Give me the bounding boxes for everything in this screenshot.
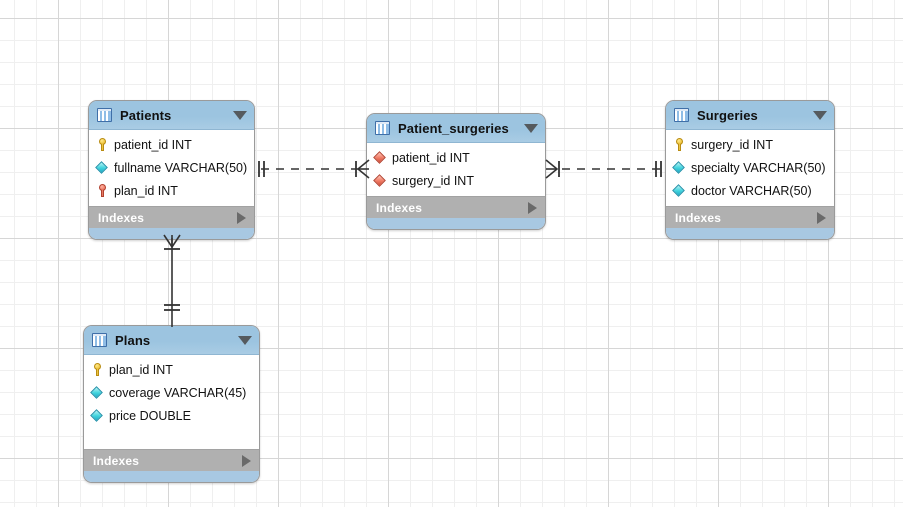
table-row[interactable]: patient_id INT	[367, 146, 545, 169]
column-label: price DOUBLE	[109, 408, 191, 423]
column-label: plan_id INT	[114, 183, 178, 198]
column-label: patient_id INT	[392, 150, 470, 165]
table-node-patients[interactable]: Patients patient_id INT fullname VARCHAR…	[88, 100, 255, 240]
primary-key-icon	[91, 362, 104, 377]
table-row[interactable]: price DOUBLE	[84, 404, 259, 427]
table-row[interactable]: doctor VARCHAR(50)	[666, 179, 834, 202]
indexes-bar-patients[interactable]: Indexes	[89, 206, 254, 228]
column-icon	[91, 385, 104, 400]
column-label: patient_id INT	[114, 137, 192, 152]
table-columns-surgeries: surgery_id INT specialty VARCHAR(50) doc…	[666, 130, 834, 206]
table-row[interactable]: patient_id INT	[89, 133, 254, 156]
table-row[interactable]: coverage VARCHAR(45)	[84, 381, 259, 404]
chevron-down-icon[interactable]	[238, 335, 252, 345]
column-label: doctor VARCHAR(50)	[691, 183, 812, 198]
table-title: Surgeries	[697, 107, 758, 123]
table-footer-strip	[89, 228, 254, 239]
column-label: plan_id INT	[109, 362, 173, 377]
indexes-bar-patient-surgeries[interactable]: Indexes	[367, 196, 545, 218]
primary-key-icon	[96, 137, 109, 152]
table-node-surgeries[interactable]: Surgeries surgery_id INT specialty VARCH…	[665, 100, 835, 240]
column-icon	[673, 160, 686, 175]
table-node-plans[interactable]: Plans plan_id INT coverage VARCHAR(45) p…	[83, 325, 260, 483]
foreign-key-icon	[96, 183, 109, 198]
relationship-patient-surgeries-surgeries[interactable]	[545, 150, 666, 190]
column-label: coverage VARCHAR(45)	[109, 385, 247, 400]
table-columns-patients: patient_id INT fullname VARCHAR(50) plan…	[89, 130, 254, 206]
table-columns-patient-surgeries: patient_id INT surgery_id INT	[367, 143, 545, 196]
relationship-patients-patient-surgeries[interactable]	[255, 150, 370, 190]
table-icon	[375, 121, 390, 135]
table-footer-strip	[367, 218, 545, 229]
chevron-down-icon[interactable]	[233, 110, 247, 120]
table-footer-strip	[84, 471, 259, 482]
table-row[interactable]: surgery_id INT	[367, 169, 545, 192]
column-icon	[91, 408, 104, 423]
foreign-key-column-icon	[374, 150, 387, 165]
table-title: Patient_surgeries	[398, 120, 509, 136]
indexes-bar-plans[interactable]: Indexes	[84, 449, 259, 471]
table-row[interactable]: fullname VARCHAR(50)	[89, 156, 254, 179]
table-header-surgeries[interactable]: Surgeries	[666, 101, 834, 130]
table-row[interactable]: specialty VARCHAR(50)	[666, 156, 834, 179]
indexes-label: Indexes	[376, 200, 423, 215]
table-header-plans[interactable]: Plans	[84, 326, 259, 355]
indexes-label: Indexes	[93, 453, 140, 468]
column-label: surgery_id INT	[392, 173, 474, 188]
chevron-down-icon[interactable]	[813, 110, 827, 120]
table-header-patient-surgeries[interactable]: Patient_surgeries	[367, 114, 545, 143]
table-node-patient-surgeries[interactable]: Patient_surgeries patient_id INT surgery…	[366, 113, 546, 230]
table-header-patients[interactable]: Patients	[89, 101, 254, 130]
table-footer-strip	[666, 228, 834, 239]
chevron-right-icon[interactable]	[242, 454, 251, 467]
table-title: Plans	[115, 332, 151, 348]
relationship-plans-patients[interactable]	[152, 234, 192, 329]
column-label: surgery_id INT	[691, 137, 773, 152]
table-row[interactable]: plan_id INT	[84, 358, 259, 381]
table-icon	[674, 108, 689, 122]
table-columns-plans: plan_id INT coverage VARCHAR(45) price D…	[84, 355, 259, 449]
indexes-bar-surgeries[interactable]: Indexes	[666, 206, 834, 228]
indexes-label: Indexes	[98, 210, 145, 225]
table-icon	[92, 333, 107, 347]
column-label: specialty VARCHAR(50)	[691, 160, 826, 175]
column-label: fullname VARCHAR(50)	[114, 160, 248, 175]
column-icon	[96, 160, 109, 175]
chevron-right-icon[interactable]	[817, 211, 826, 224]
chevron-right-icon[interactable]	[528, 201, 537, 214]
chevron-right-icon[interactable]	[237, 211, 246, 224]
column-icon	[673, 183, 686, 198]
indexes-label: Indexes	[675, 210, 722, 225]
foreign-key-column-icon	[374, 173, 387, 188]
table-row[interactable]: plan_id INT	[89, 179, 254, 202]
table-row[interactable]: surgery_id INT	[666, 133, 834, 156]
chevron-down-icon[interactable]	[524, 123, 538, 133]
table-title: Patients	[120, 107, 172, 123]
table-icon	[97, 108, 112, 122]
primary-key-icon	[673, 137, 686, 152]
